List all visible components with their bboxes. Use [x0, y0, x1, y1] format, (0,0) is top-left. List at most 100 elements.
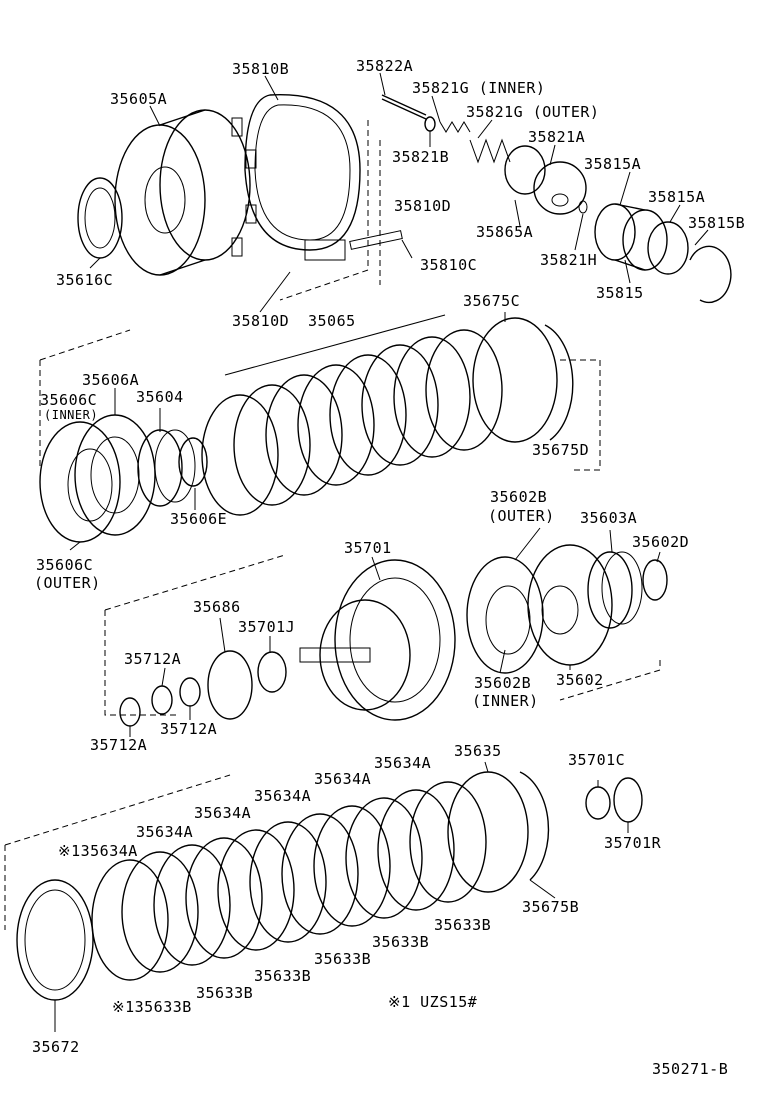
label-35815A-1: 35815A: [584, 155, 642, 173]
label-35810C: 35810C: [420, 256, 478, 274]
spring-35821G-outer: [469, 138, 511, 164]
piston-35602: [527, 544, 613, 666]
diagram-id: 350271-B: [652, 1060, 729, 1078]
label-35865A: 35865A: [476, 223, 534, 241]
servo-rod-35822A: [381, 94, 427, 120]
label-outer-tag: (OUTER): [34, 574, 101, 592]
snap-ring-35606E: [178, 437, 208, 487]
piston-35606A: [74, 414, 156, 536]
label-35815B: 35815B: [688, 214, 746, 232]
label-35675C: 35675C: [463, 292, 521, 310]
seal-35606C-outer: [39, 421, 121, 543]
o-ring-35815A: [647, 221, 689, 275]
label-35821G-inner: 35821G (INNER): [412, 79, 546, 97]
label-35821G-outer: 35821G (OUTER): [466, 103, 600, 121]
snap-ring-35675B: [519, 771, 550, 881]
label-35633B-4: 35633B: [254, 967, 312, 985]
label-35810D-1: 35810D: [394, 197, 452, 215]
bracket-dashed-lower-left-top: [104, 554, 286, 611]
label-35603A: 35603A: [580, 509, 638, 527]
flange-35675C: [472, 317, 558, 443]
label-35701C: 35701C: [568, 751, 626, 769]
clutch-plates-35634A-35633B: [91, 781, 487, 981]
label-inner-tag-2: (INNER): [472, 692, 539, 710]
label-35635: 35635: [454, 742, 502, 760]
label-35616C: 35616C: [56, 271, 114, 289]
label-35065: 35065: [308, 312, 356, 330]
label-35633B-2: 35633B: [372, 933, 430, 951]
label-35633B-1: 35633B: [434, 916, 492, 934]
label-35815: 35815: [596, 284, 644, 302]
label-35815A-2: 35815A: [648, 188, 706, 206]
seal-35602B-inner: [485, 585, 531, 655]
race-35712A-3: [119, 697, 141, 727]
label-35821B: 35821B: [392, 148, 450, 166]
bearing-35701R: [613, 777, 643, 823]
label-35821A: 35821A: [528, 128, 586, 146]
drum-35605A: [114, 109, 257, 276]
label-35634A-2: 35634A: [314, 770, 372, 788]
snap-ring-35815B: [689, 245, 732, 304]
race-35712A-2: [151, 685, 173, 715]
label-35634A-5: 35634A: [136, 823, 194, 841]
spring-35821G-inner: [439, 121, 471, 133]
bracket-dashed-35602: [559, 660, 661, 701]
label-35822A: 35822A: [356, 57, 414, 75]
washer-35701C: [585, 786, 611, 820]
clutch-plates-35065: [201, 329, 503, 516]
servo-piston-35821A: [533, 161, 587, 215]
model-note: ※1 UZS15#: [388, 993, 478, 1011]
label-35810D-2: 35810D: [232, 312, 290, 330]
label-135634A: ※135634A: [58, 842, 138, 860]
leader-dashed-1: [279, 120, 369, 301]
thrust-washer-35616C: [77, 177, 123, 259]
label-35604: 35604: [136, 388, 184, 406]
seal-35606C-inner: [67, 448, 113, 522]
flange-35635: [447, 771, 529, 893]
bracket-dashed-lower-left: [104, 610, 180, 716]
label-35701J: 35701J: [238, 618, 296, 636]
snap-ring-35675D: [544, 324, 574, 441]
seal-35602B-outer: [466, 556, 544, 674]
label-35606A: 35606A: [82, 371, 140, 389]
label-35634A-3: 35634A: [254, 787, 312, 805]
label-35672: 35672: [32, 1038, 80, 1056]
label-35712A-2: 35712A: [160, 720, 218, 738]
bearing-35701J: [257, 651, 287, 693]
snap-ring-35602D: [642, 559, 668, 601]
label-35675D: 35675D: [532, 441, 590, 459]
hub-35701: [299, 559, 456, 721]
label-35810B: 35810B: [232, 60, 290, 78]
label-35605A: 35605A: [110, 90, 168, 108]
servo-cover-35815: [594, 203, 668, 271]
label-35606C-outer: 35606C: [36, 556, 94, 574]
e-ring-35821B: [424, 116, 436, 132]
label-35633B-3: 35633B: [314, 950, 372, 968]
group-bracket-dashed: [39, 329, 131, 361]
label-35602B-inner: 35602B: [474, 674, 532, 692]
label-35633B-5: 35633B: [196, 984, 254, 1002]
label-35634A-4: 35634A: [194, 804, 252, 822]
label-35821H: 35821H: [540, 251, 598, 269]
thrust-washer-35686: [207, 650, 253, 720]
o-ring-35865A: [504, 145, 546, 195]
bracket-dashed-35675D: [560, 359, 601, 471]
label-35686: 35686: [193, 598, 241, 616]
label-35606E: 35606E: [170, 510, 228, 528]
label-35634A-1: 35634A: [374, 754, 432, 772]
snap-ring-35821H: [578, 200, 588, 214]
label-35602D: 35602D: [632, 533, 690, 551]
label-35602: 35602: [556, 671, 604, 689]
band-pin-35810C: [349, 230, 403, 250]
label-35701R: 35701R: [604, 834, 662, 852]
label-inner-tag: (INNER): [44, 408, 99, 422]
label-35606C-inner: 35606C: [40, 391, 98, 409]
label-35602B-outer: 35602B: [490, 488, 548, 506]
reaction-plate-35672: [16, 879, 94, 1001]
race-35712A-1: [179, 677, 201, 707]
label-35675B: 35675B: [522, 898, 580, 916]
label-outer-tag-2: (OUTER): [488, 507, 555, 525]
brake-band-35810B: [244, 94, 361, 261]
